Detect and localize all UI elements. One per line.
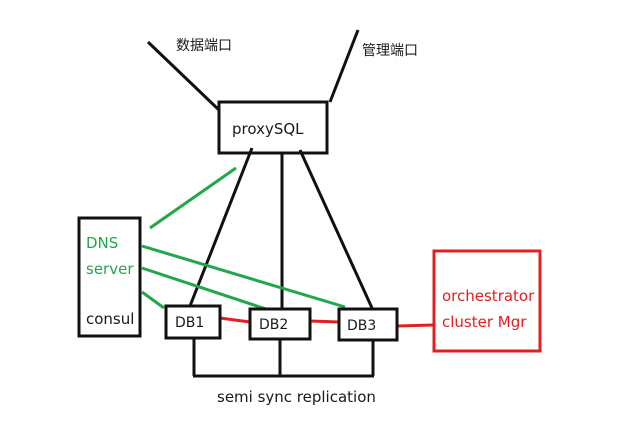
dns-label: DNS xyxy=(86,234,119,252)
dns-proxysql-line xyxy=(149,166,237,230)
proxysql-label: proxySQL xyxy=(232,120,304,138)
server-label: server xyxy=(86,260,134,278)
orchestrator-box xyxy=(432,249,542,353)
db3-box xyxy=(337,307,399,342)
dns-db3-line xyxy=(141,244,346,309)
db3-orchestrator-red-line xyxy=(396,323,435,328)
db2-label: DB2 xyxy=(259,317,289,333)
db1-box xyxy=(164,304,222,340)
db2-box xyxy=(248,307,312,341)
db2-db3-red-line xyxy=(309,319,340,324)
consul-box xyxy=(77,216,142,338)
replication-label: semi sync replication xyxy=(217,388,376,406)
proxysql-db3-line xyxy=(298,149,374,309)
admin-port-line xyxy=(328,29,360,103)
data-port-label: 数据端口 xyxy=(176,38,232,54)
orchestrator-label: orchestrator xyxy=(442,287,535,305)
admin-port-label: 管理端口 xyxy=(362,43,418,59)
dns-db1-line xyxy=(141,290,165,310)
db3-label: DB3 xyxy=(347,318,377,334)
cluster-mgr-label: cluster Mgr xyxy=(442,313,527,331)
proxysql-box xyxy=(217,100,329,155)
dns-db2-line xyxy=(141,266,267,311)
consul-label: consul xyxy=(86,310,135,328)
data-port-line xyxy=(146,40,221,112)
db1-db2-red-line xyxy=(219,316,251,324)
db1-label: DB1 xyxy=(175,315,205,331)
proxysql-db1-line xyxy=(188,147,254,307)
